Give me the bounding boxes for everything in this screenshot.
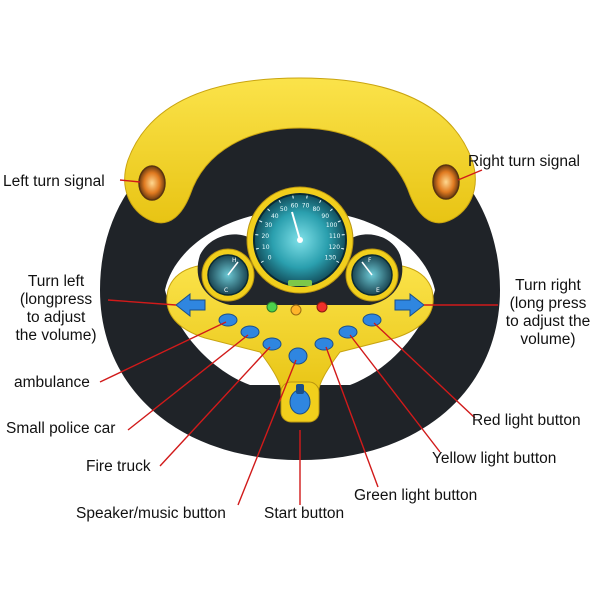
label-turn-left-line4: the volume)	[0, 327, 112, 345]
label-turn-left: Turn left (longpress to adjust the volum…	[0, 273, 112, 345]
label-turn-right: Turn right (long press to adjust the vol…	[496, 277, 600, 349]
label-turn-right-line2: (long press	[496, 295, 600, 313]
left-gauge-bottom-letter: C	[224, 287, 228, 294]
speedometer-tick-label: 80	[312, 206, 320, 213]
right-signal-lens	[433, 165, 459, 199]
speedometer-tick-mark	[307, 196, 308, 199]
label-green-light: Green light button	[354, 487, 477, 505]
speedometer-tick-label: 100	[326, 222, 338, 229]
label-start-button: Start button	[264, 505, 344, 523]
label-turn-left-line3: to adjust	[0, 309, 112, 327]
speedometer-tick-label: 110	[329, 233, 341, 240]
speedometer-tick-label: 90	[321, 213, 329, 220]
speedometer-tick-mark	[256, 248, 259, 249]
label-right-turn-signal: Right turn signal	[468, 153, 580, 171]
label-fire-truck: Fire truck	[86, 458, 151, 476]
label-ambulance: ambulance	[14, 374, 90, 392]
speedometer-tick-mark	[341, 248, 344, 249]
needle-hub	[297, 237, 303, 243]
speedometer-tick-label: 30	[265, 222, 273, 229]
label-turn-right-line1: Turn right	[496, 277, 600, 295]
label-yellow-light: Yellow light button	[432, 450, 556, 468]
speedometer-tick-label: 0	[268, 255, 272, 262]
speedometer-tick-label: 60	[291, 203, 299, 210]
right-gauge-top-letter: F	[368, 257, 372, 264]
label-left-turn-signal: Left turn signal	[3, 173, 105, 191]
left-signal-lens	[139, 166, 165, 200]
speedometer-tick-label: 20	[261, 233, 269, 240]
label-small-police-car: Small police car	[6, 420, 115, 438]
label-turn-left-line2: (longpress	[0, 291, 112, 309]
speedometer-tick-label: 50	[280, 206, 288, 213]
police-car-button[interactable]	[241, 326, 259, 338]
speedometer-tick-label: 40	[271, 213, 279, 220]
right-gauge-bottom-letter: E	[376, 287, 380, 294]
label-speaker-music: Speaker/music button	[76, 505, 226, 523]
speedometer-tick-label: 120	[329, 244, 341, 251]
yellow-light-button[interactable]	[339, 326, 357, 338]
label-turn-left-line1: Turn left	[0, 273, 112, 291]
speedometer-tick-label: 10	[262, 244, 270, 251]
green-light-button[interactable]	[315, 338, 333, 350]
speaker-music-button[interactable]	[289, 348, 307, 364]
speedometer-tick-label: 70	[302, 203, 310, 210]
label-red-light: Red light button	[472, 412, 581, 430]
fire-truck-button[interactable]	[263, 338, 281, 350]
speedometer-tick-label: 130	[325, 255, 337, 262]
yellow-indicator-light	[291, 305, 301, 315]
label-turn-right-line4: volume)	[496, 331, 600, 349]
speedometer-tick-mark	[293, 196, 294, 199]
left-gauge-top-letter: H	[232, 257, 237, 264]
start-button-cap	[296, 384, 304, 394]
red-indicator-light	[317, 302, 327, 312]
odometer-strip	[288, 280, 312, 286]
label-turn-right-line3: to adjust the	[496, 313, 600, 331]
green-indicator-light	[267, 302, 277, 312]
red-light-button[interactable]	[363, 314, 381, 326]
